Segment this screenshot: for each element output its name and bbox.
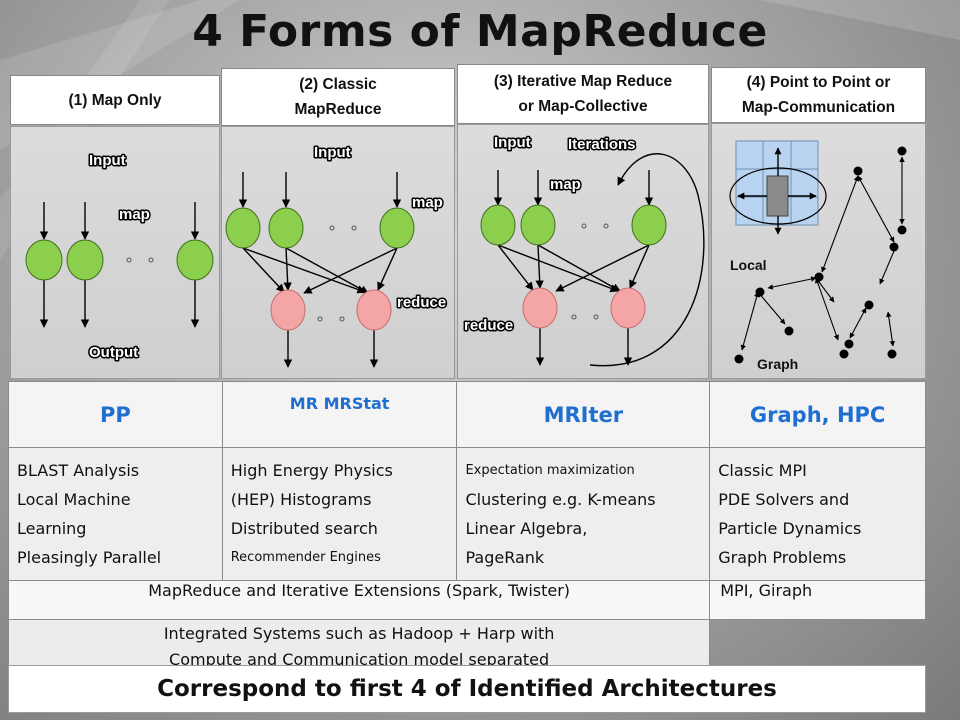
p2p-diagram: Local Graph <box>729 140 907 372</box>
graph-node <box>889 242 899 252</box>
header-classic-line2: MapReduce <box>294 101 382 118</box>
list-item: PageRank <box>465 548 545 567</box>
list-item: Graph Problems <box>718 548 847 567</box>
map-label: map <box>550 176 581 193</box>
input-label: Input <box>314 144 351 161</box>
iterations-label: Iterations <box>568 136 636 153</box>
map-node <box>520 204 556 246</box>
header-p2p-line2: Map-Communication <box>741 99 896 116</box>
list-item: Distributed search <box>230 519 378 538</box>
graph-label: Graph <box>757 356 798 372</box>
reduce-node <box>610 287 646 329</box>
map-node <box>268 207 304 249</box>
list-item: Learning <box>17 519 87 538</box>
page-title: 4 Forms of MapReduce <box>192 6 768 57</box>
list-item: Classic MPI <box>718 461 807 480</box>
list-item: (HEP) Histograms <box>230 490 372 509</box>
input-label: Input <box>89 152 126 169</box>
header-map-only-text: (1) Map Only <box>68 91 162 109</box>
panel-map-only: Input map Output <box>10 126 220 379</box>
list-item: Pleasingly Parallel <box>17 548 162 567</box>
header-iterative-line2: or Map-Collective <box>518 98 648 115</box>
local-label: Local <box>730 257 767 273</box>
map-label: map <box>119 206 150 223</box>
graph-node <box>839 349 849 359</box>
reduce-node <box>522 287 558 329</box>
list-item: High Energy Physics <box>230 461 393 480</box>
row-mpi: MPI, Giraph <box>709 580 926 620</box>
map-node <box>379 207 415 249</box>
graph-node <box>755 287 765 297</box>
list-item: Recommender Engines <box>230 550 381 565</box>
header-p2p-line1: (4) Point to Point or <box>746 74 891 91</box>
list-item: Linear Algebra, <box>465 519 588 538</box>
header-classic: (2) Classic MapReduce <box>221 68 455 126</box>
reduce-node <box>356 289 392 331</box>
header-p2p: (4) Point to Point or Map-Communication <box>711 67 926 123</box>
graph-node <box>844 339 854 349</box>
classification-table: PP MR MRStat MRIter Graph, HPC BLAST Ana… <box>7 381 926 687</box>
cell-hpc-examples: Classic MPI PDE Solvers and Particle Dyn… <box>709 447 926 581</box>
integrated-line1: Integrated Systems such as Hadoop + Harp… <box>163 624 555 643</box>
map-node <box>480 204 516 246</box>
map-label: map <box>412 194 443 211</box>
map-only-diagram: Input map Output <box>25 151 214 363</box>
map-node <box>66 239 104 281</box>
header-classic-line1: (2) Classic <box>299 76 377 93</box>
header-iterative-line1: (3) Iterative Map Reduce <box>493 73 673 90</box>
map-node <box>225 207 261 249</box>
list-item: Clustering e.g. K-means <box>465 490 656 509</box>
header-mr-mrstat: MR MRStat <box>221 381 458 448</box>
list-item: BLAST Analysis <box>17 461 140 480</box>
reduce-node <box>270 289 306 331</box>
cell-mrstat-examples: High Energy Physics (HEP) Histograms Dis… <box>221 447 458 581</box>
panel-p2p: Local Graph <box>711 123 926 379</box>
graph-node <box>887 349 897 359</box>
graph-node <box>814 272 824 282</box>
list-item: PDE Solvers and <box>718 490 850 509</box>
map-node <box>176 239 214 281</box>
output-label: Output <box>89 344 138 361</box>
integrated-line2: Compute and Communication model separate… <box>169 650 550 669</box>
row-extensions: MapReduce and Iterative Extensions (Spar… <box>7 580 711 620</box>
reduce-label: reduce <box>397 294 446 311</box>
header-graph-hpc: Graph, HPC <box>709 381 926 448</box>
graph-node <box>897 225 907 235</box>
graph-node <box>897 146 907 156</box>
header-mriter: MRIter <box>456 381 711 448</box>
header-pp: PP <box>8 381 223 448</box>
list-item: Particle Dynamics <box>718 519 862 538</box>
reduce-label: reduce <box>464 317 513 334</box>
classic-diagram: Input map reduce <box>225 143 448 368</box>
cell-mriter-examples: Expectation maximization Clustering e.g.… <box>456 447 711 581</box>
footer-banner: Correspond to first 4 of Identified Arch… <box>8 665 926 713</box>
local-grid-icon <box>729 140 827 235</box>
header-iterative: (3) Iterative Map Reduce or Map-Collecti… <box>457 64 709 124</box>
map-node <box>631 204 667 246</box>
list-item: Local Machine <box>17 490 131 509</box>
input-label: Input <box>494 134 531 151</box>
graph-node <box>734 354 744 364</box>
graph-node <box>784 326 794 336</box>
map-node <box>25 239 63 281</box>
list-item: Expectation maximization <box>465 463 635 478</box>
panel-classic: Input map reduce <box>221 126 455 379</box>
panel-iterative: Input Iterations map reduce <box>457 124 709 379</box>
iterative-diagram: Input Iterations map reduce <box>463 133 705 367</box>
header-map-only: (1) Map Only <box>10 75 220 125</box>
graph-node <box>853 166 863 176</box>
graph-node <box>864 300 874 310</box>
cell-pp-examples: BLAST Analysis Local Machine Learning Pl… <box>8 447 223 581</box>
iteration-loop-arrow <box>589 153 705 367</box>
